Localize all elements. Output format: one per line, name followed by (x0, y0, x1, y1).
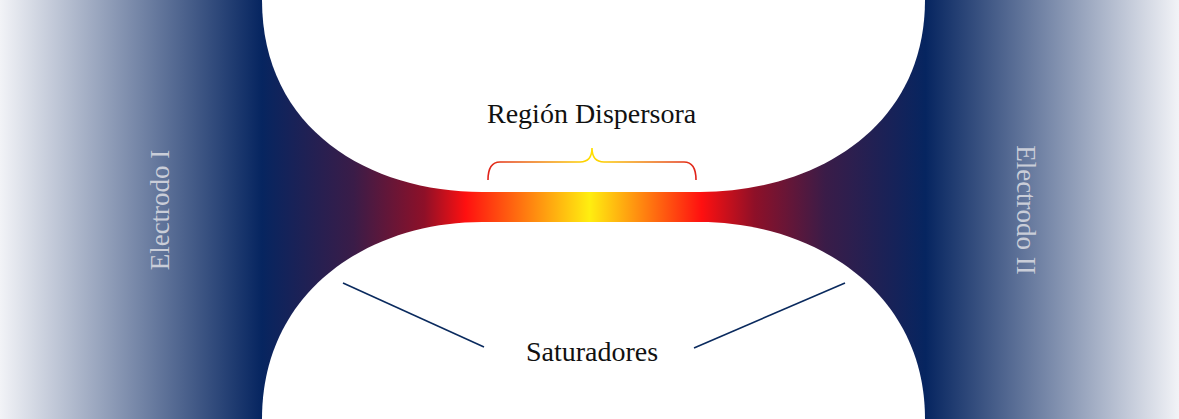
electrode-band: Electrodo II (995, 0, 1055, 419)
leader-line (343, 283, 484, 347)
electrode-label: Electrodo II (1010, 145, 1041, 275)
upper-void (262, 0, 925, 192)
region-label: Región Dispersora (487, 98, 696, 130)
electrode-label: Electrodo I (145, 150, 176, 271)
lower-void (262, 222, 925, 419)
leader-line (694, 283, 845, 348)
region-bracket (488, 148, 696, 180)
saturator-label: Saturadores (526, 336, 658, 368)
electrode-band: Electrodo I (130, 0, 190, 419)
